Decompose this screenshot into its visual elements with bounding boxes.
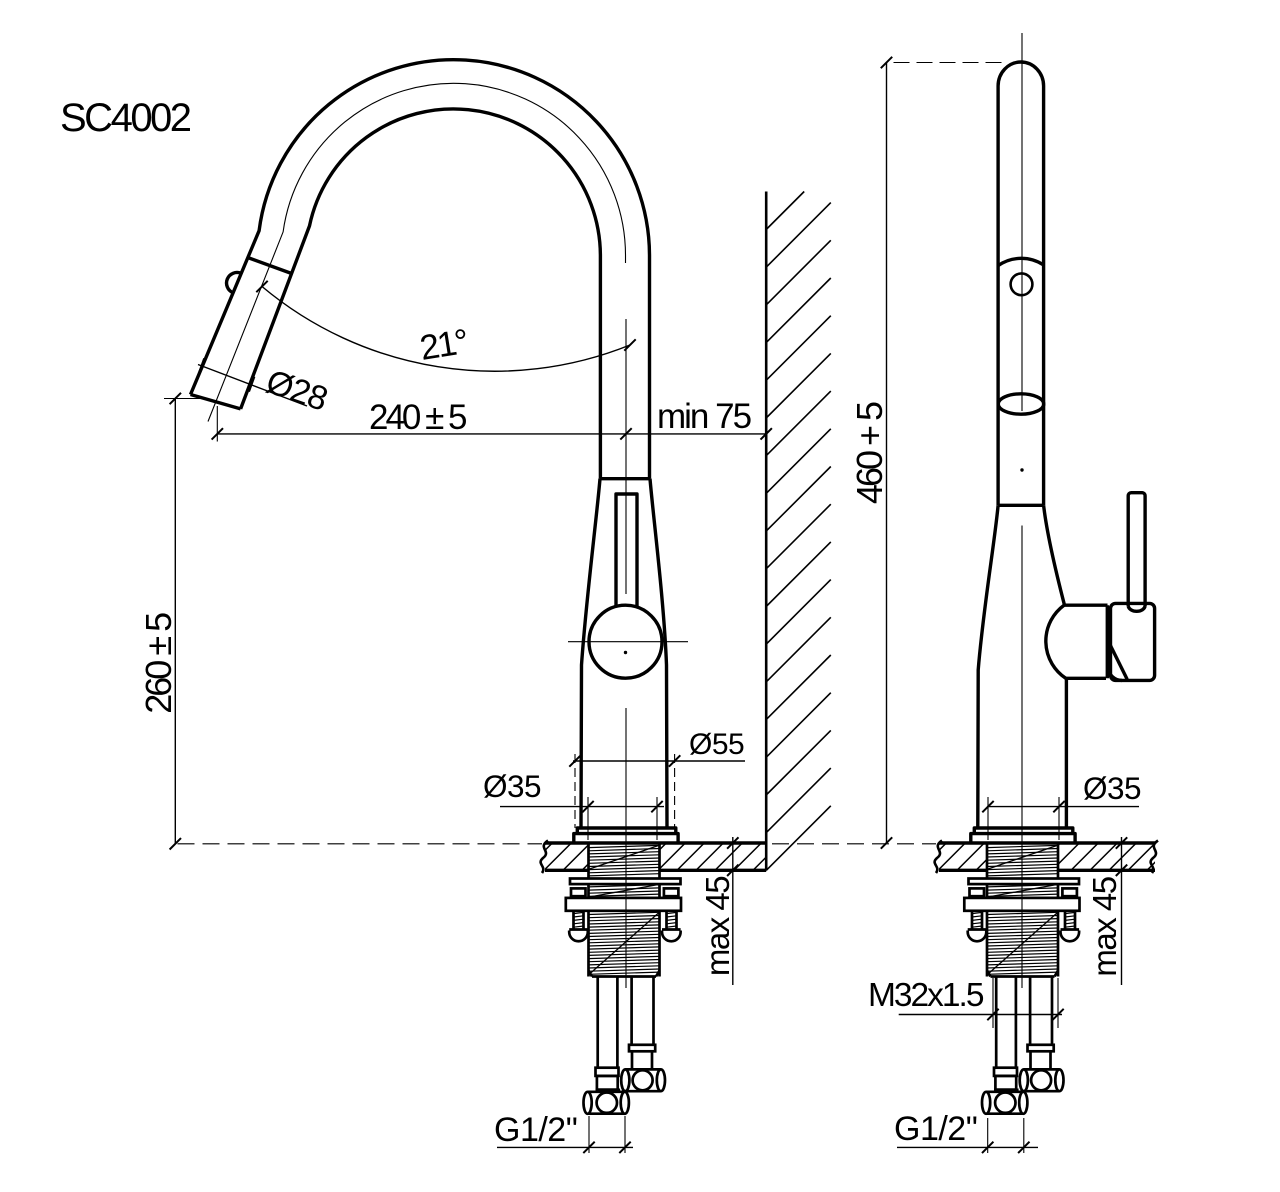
svg-text:240 ± 5: 240 ± 5 bbox=[369, 398, 466, 437]
svg-text:max 45: max 45 bbox=[699, 877, 736, 976]
svg-text:460 + 5: 460 + 5 bbox=[849, 402, 890, 504]
svg-text:Ø35: Ø35 bbox=[483, 768, 541, 804]
svg-text:SC4002: SC4002 bbox=[60, 96, 191, 140]
svg-text:G1/2": G1/2" bbox=[494, 1111, 577, 1149]
svg-text:260 ± 5: 260 ± 5 bbox=[138, 613, 179, 714]
svg-text:21°: 21° bbox=[417, 322, 469, 368]
svg-text:M32x1.5: M32x1.5 bbox=[868, 977, 984, 1014]
svg-text:Ø35: Ø35 bbox=[1083, 770, 1141, 806]
svg-text:G1/2": G1/2" bbox=[894, 1110, 977, 1148]
svg-text:max 45: max 45 bbox=[1086, 877, 1123, 976]
svg-text:Ø55: Ø55 bbox=[689, 728, 744, 761]
svg-text:min 75: min 75 bbox=[657, 397, 751, 436]
